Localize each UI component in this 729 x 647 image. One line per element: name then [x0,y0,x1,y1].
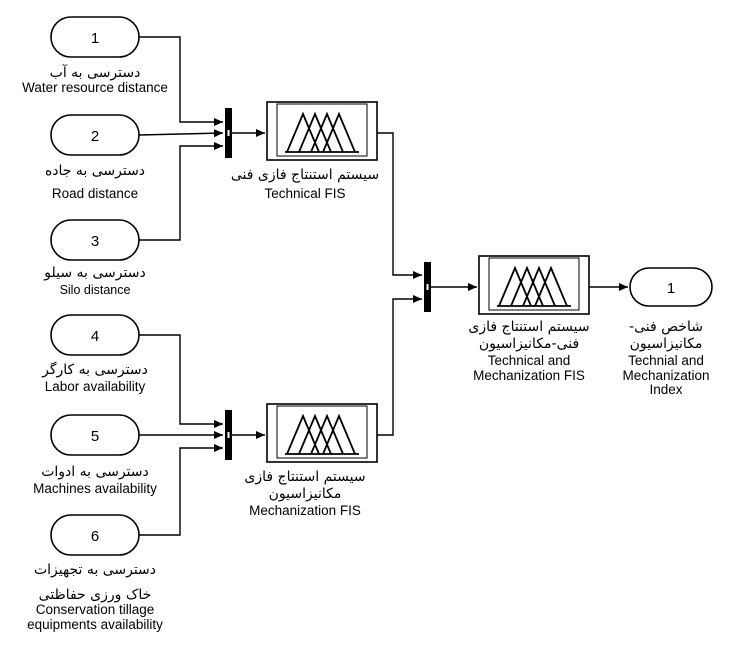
inport-4[interactable]: 4 [50,314,140,356]
fis-mechanization-label-fa-2: مکانیزاسیون [268,486,342,503]
inport-5-label: دسترسی به ادوات Machines availability [5,464,185,497]
inport-1-number: 1 [91,30,99,47]
inport-2[interactable]: 2 [50,114,140,156]
outport-1-label-fa-2: مکانیزاسیون [629,336,703,353]
inport-4-number: 4 [91,328,99,345]
fis-combined-label: سیستم استنتاج فازی فنی-مکانیزاسیون Techn… [434,319,624,383]
inport-2-label: دسترسی به جاده Road distance [5,163,185,202]
mux-combined[interactable] [424,262,431,312]
fis-mechanization-label-fa-1: سیستم استنتاج فازی [244,469,366,485]
outport-1-label: شاخص فنی- مکانیزاسیون Technial and Mecha… [610,319,722,398]
inport-3[interactable]: 3 [50,219,140,261]
inport-4-label-en: Labor availability [44,379,146,395]
inport-4-label: دسترسی به کارگر Labor availability [5,362,185,395]
inport-5-label-fa: دسترسی به ادوات [41,464,149,480]
inport-6-label-fa-1: دسترسی به تجهیزات [33,562,157,578]
inport-5[interactable]: 5 [50,414,140,456]
inport-5-label-en: Machines availability [33,481,157,497]
outport-1[interactable]: 1 [629,267,713,307]
inport-5-number: 5 [91,428,99,445]
fis-technical-block[interactable] [266,101,378,161]
inport-2-number: 2 [91,128,99,145]
inport-3-number: 3 [91,233,99,250]
fis-combined-label-fa-1: سیستم استنتاج فازی [468,319,590,335]
inport-2-label-en: Road distance [51,186,139,202]
inport-3-label-fa: دسترسی به سیلو [44,265,146,281]
fis-mechanization-block[interactable] [266,403,378,463]
inport-1-label: دسترسی به آب Water resource distance [5,65,185,96]
inport-3-label: دسترسی به سیلو Silo distance [5,265,185,298]
fis-technical-label-fa: سیستم استنتاج فازی فنی [230,167,380,183]
inport-1[interactable]: 1 [50,16,140,58]
fis-combined-label-en-1: Technical and [487,353,571,369]
outport-1-label-fa-1: شاخص فنی- [629,319,703,335]
fis-mechanization-label-en: Mechanization FIS [249,503,361,519]
outport-1-label-en-3: Index [649,382,683,398]
inport-1-label-en: Water resource distance [22,80,168,96]
inport-6-number: 6 [91,528,99,545]
inport-4-label-fa: دسترسی به کارگر [42,362,148,378]
fis-combined-label-en-2: Mechanization FIS [473,367,585,383]
outport-1-number: 1 [667,280,675,297]
fis-technical-label: سیستم استنتاج فازی فنی Technical FIS [212,167,398,202]
inport-3-label-en: Silo distance [59,283,131,298]
fis-combined-block[interactable] [478,255,590,315]
inport-6-label-en-2: equipments availability [27,616,163,632]
signal-lines [138,36,628,536]
inport-6[interactable]: 6 [50,514,140,556]
outport-1-label-en-1: Technial and [628,353,704,369]
inport-1-label-fa: دسترسی به آب [49,65,141,81]
mux-mechanization[interactable] [225,410,232,460]
fis-combined-label-fa-2: فنی-مکانیزاسیون [478,336,580,353]
inport-6-label: دسترسی به تجهیزات خاک ورزی حفاظتی Conser… [5,562,185,632]
outport-1-label-en-2: Mechanization [622,367,710,383]
fis-mechanization-label: سیستم استنتاج فازی مکانیزاسیون Mechaniza… [212,469,398,519]
mux-technical[interactable] [225,108,232,158]
inport-6-label-en-1: Conservation tillage [35,602,155,618]
fis-technical-label-en: Technical FIS [264,186,346,202]
inport-2-label-fa: دسترسی به جاده [44,163,146,179]
inport-6-label-fa-2: خاک ورزی حفاظتی [38,587,152,604]
